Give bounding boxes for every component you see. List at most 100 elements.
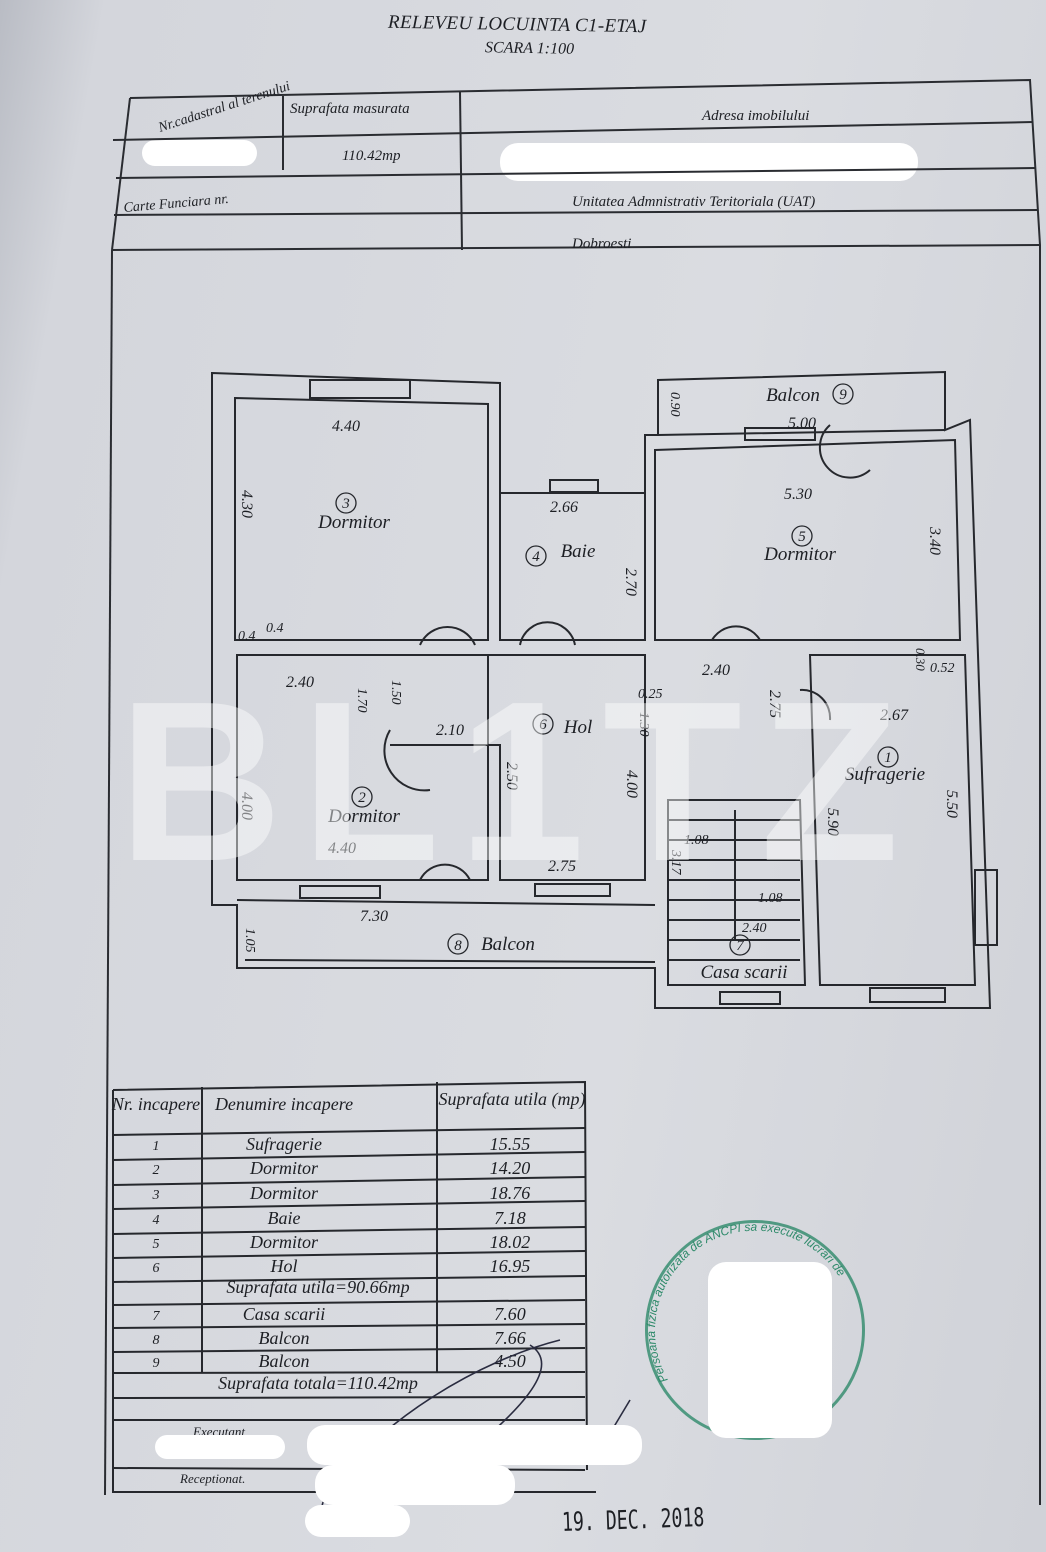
dimension-label: 1.08 [758,891,783,906]
redaction [305,1505,410,1537]
dimension-label: 4.00 [623,770,640,798]
dimension-label: 1.08 [684,833,709,848]
room-name-1: Sufragerie [845,764,925,785]
page-frame [104,78,1041,1505]
room-number-1: 1 [884,750,892,766]
dimension-label: 2.40 [702,662,730,679]
table-cell-area: 7.66 [494,1328,526,1348]
dimension-label: 2.50 [503,762,520,790]
room-number-4: 4 [532,549,540,565]
table-cell-area: 14.20 [490,1158,531,1178]
dimension-label: 1.05 [242,928,257,953]
dimension-label: 1.70 [354,688,369,713]
table-cell-nr: 3 [152,1188,160,1203]
redaction [142,140,257,166]
uat-label: Unitatea Admnistrativ Teritoriala (UAT) [572,194,815,210]
receptionat-label: Receptionat. [179,1471,245,1486]
table-cell-area: 4.50 [494,1351,526,1371]
room-number-8: 8 [454,938,462,954]
dimension-label: 7.30 [360,908,388,925]
table-cell-nr: 4 [153,1213,160,1228]
dimension-label: 0.52 [930,661,955,676]
dimension-label: 4.40 [328,840,356,857]
table-cell-name: Baie [268,1208,301,1228]
dimension-label: 0.4 [238,629,256,644]
room-name-3: Dormitor [317,512,390,533]
dimension-label: 2.75 [548,858,576,875]
dimension-label: 2.70 [622,568,639,596]
table-header-name: Denumire incapere [214,1094,353,1114]
stamp-text: Persoana fizica autorizata de ANCPI sa e… [644,1220,849,1385]
table-cell-nr: 7 [153,1309,161,1324]
dimension-label: 5.90 [824,808,841,836]
room-number-5: 5 [798,529,806,545]
table-cell-area: 16.95 [490,1256,531,1276]
room-name-5: Dormitor [763,544,836,565]
dimension-label: 2.40 [742,921,767,936]
table-cell-nr: 1 [153,1139,160,1154]
dimension-label: 0.30 [913,648,928,671]
dimension-label: 2.66 [550,499,578,516]
room-name-8: Balcon [481,934,535,955]
table-cell-nr: 8 [153,1333,160,1348]
dimension-label: 1.50 [388,680,403,705]
redaction [155,1435,285,1459]
table-cell-area: 18.76 [490,1183,531,1203]
room-number-circles [335,383,899,956]
table-cell-area: 7.60 [494,1304,526,1324]
table-cell-name: Casa scarii [243,1304,326,1324]
subtotal-row: Suprafata utila=90.66mp [226,1277,409,1297]
address-label: Adresa imobilului [701,108,809,124]
dimension-label: 5.30 [784,486,812,503]
table-cell-name: Balcon [259,1351,310,1371]
redaction [500,143,918,181]
total-row: Suprafata totala=110.42mp [218,1373,418,1393]
dimension-label: 4.30 [238,490,255,518]
table-cell-area: 15.55 [490,1134,531,1154]
table-cell-name: Hol [270,1256,298,1276]
table-header-nr: Nr. incapere [111,1094,200,1114]
table-cell-name: Dormitor [249,1158,319,1178]
table-cell-nr: 2 [153,1163,160,1178]
room-name-2: Dormitor [327,806,400,827]
table-header-area: Suprafata utila (mp) [439,1089,586,1110]
surface-value: 110.42mp [342,148,401,164]
dimension-label: 3.17 [668,849,683,876]
dimension-label: 2.67 [880,707,909,724]
room-number-6: 6 [539,717,547,733]
ancpi-stamp [645,1220,865,1440]
dimension-label: 5.50 [943,790,960,818]
table-cell-area: 18.02 [490,1232,531,1252]
rooms-table: Nr. incapere Denumire incapere Suprafata… [111,1089,586,1114]
redaction [315,1465,515,1505]
room-name-7: Casa scarii [700,962,787,983]
room-name-6: Hol [563,717,593,738]
room-number-7: 7 [736,938,745,954]
table-cell-name: Sufragerie [246,1134,322,1154]
dimension-labels: 4.40 4.30 0.4 0.4 2.66 2.70 5.00 0.90 5.… [238,392,960,953]
dimension-label: 4.40 [332,418,360,435]
table-cell-nr: 9 [153,1356,160,1371]
table-cell-nr: 6 [153,1261,160,1276]
date-stamp: 19. DEC. 2018 [561,1503,705,1538]
watermark-logo: BL1TZ [118,655,918,909]
room-number-2: 2 [358,790,366,806]
land-book-label: Carte Funciara nr. [123,192,229,216]
room-number-9: 9 [839,387,847,403]
dimension-label: 0.4 [266,621,284,636]
table-cell-name: Balcon [259,1328,310,1348]
table-cell-nr: 5 [153,1237,160,1252]
cadastral-label: Nr.cadastral al terenului [156,79,292,136]
surface-label: Suprafata masurata [290,101,410,117]
dimension-label: 2.40 [286,674,314,691]
room-name-4: Baie [561,541,596,562]
table-cell-area: 7.18 [494,1208,526,1228]
dimension-label: 0.90 [667,392,682,417]
redaction [307,1425,642,1465]
uat-value: Dobroesti [571,236,631,252]
room-name-9: Balcon [766,385,820,406]
table-cell-name: Dormitor [249,1183,319,1203]
